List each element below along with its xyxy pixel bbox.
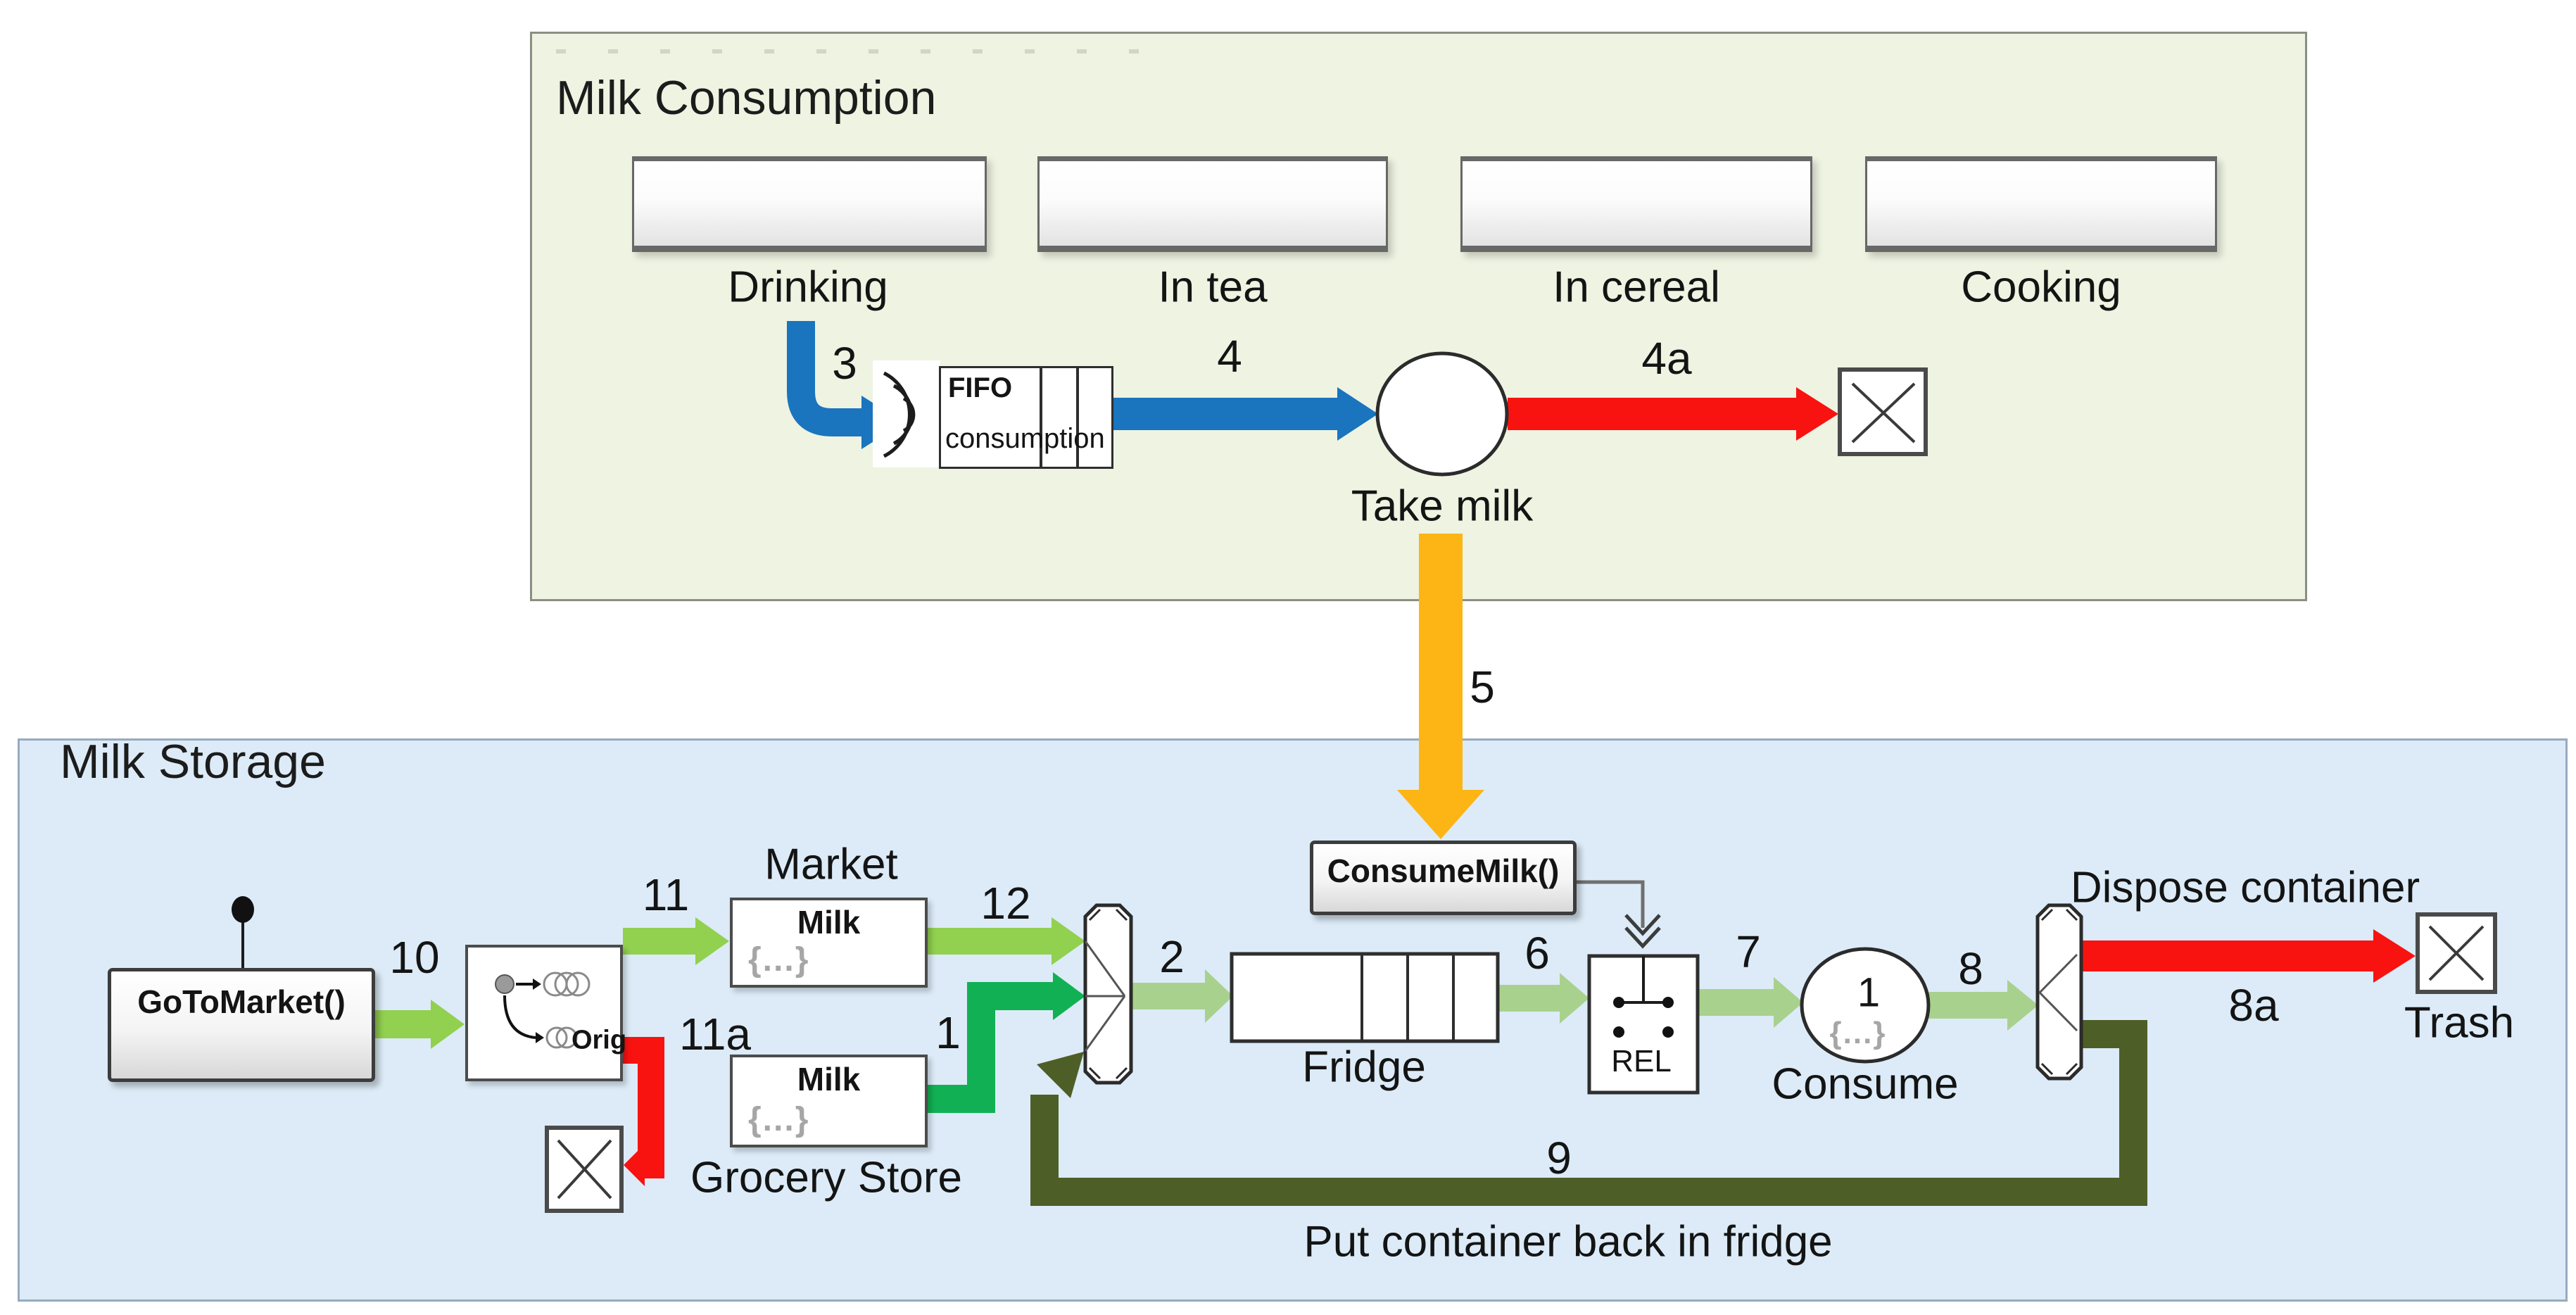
consume-milk-block: ConsumeMilk() — [1310, 841, 1577, 915]
source-block-in-tea — [1037, 156, 1388, 252]
flow-11a-label: 11a — [678, 1009, 752, 1059]
consumemilk-rel-connector — [1577, 880, 1645, 928]
fifo-slot-divider — [1040, 368, 1042, 467]
output-switch-gate — [2035, 903, 2083, 1081]
fridge-label: Fridge — [1302, 1043, 1426, 1092]
market-block: Milk {...} — [730, 898, 928, 988]
wave-icon-backdrop — [873, 360, 940, 467]
grocery-props-icon: {...} — [748, 1101, 810, 1138]
flow-7-label: 7 — [1736, 926, 1761, 977]
entity-replicator-block: Orig — [465, 945, 627, 1081]
replicator-icon — [495, 971, 591, 1049]
fifo-consumption-block: FIFO consumption — [939, 366, 1113, 469]
storage-panel-title: Milk Storage — [60, 735, 326, 788]
goto-market-block: GoToMarket() — [108, 968, 375, 1082]
flow-1-label: 1 — [935, 1007, 961, 1058]
source-label-in-tea: In tea — [1158, 263, 1268, 312]
flow-4a-label: 4a — [1641, 333, 1692, 384]
grocery-store-block: Milk {...} — [730, 1055, 928, 1147]
fifo-label-line1: FIFO — [948, 372, 1013, 403]
flow-11a-arrow — [623, 1037, 664, 1178]
flow-11-label: 11 — [642, 869, 690, 920]
source-block-cooking — [1865, 156, 2217, 252]
rel-label: REL — [1611, 1044, 1672, 1078]
fifo-label-line2: consumption — [945, 423, 1105, 454]
merge-gate — [1083, 903, 1133, 1085]
putback-label: Put container back in fridge — [1303, 1217, 1833, 1266]
milk-consumption-panel — [530, 32, 2307, 601]
trash-sink-icon — [2416, 912, 2497, 994]
flow-3-arrow — [787, 321, 861, 436]
grocery-store-title: Grocery Store — [690, 1153, 962, 1202]
consume-node — [1800, 947, 1931, 1064]
consume-props-icon: {...} — [1829, 1016, 1887, 1050]
consume-label: Consume — [1772, 1059, 1959, 1109]
market-entity-label: Milk — [797, 904, 861, 940]
source-label-cooking: Cooking — [1961, 263, 2121, 312]
flow-9-label: 9 — [1546, 1133, 1572, 1183]
flow-6-label: 6 — [1524, 928, 1550, 979]
flow-8a-label: 8a — [2228, 980, 2279, 1031]
flow-5-label: 5 — [1470, 662, 1495, 712]
artifact-marks — [556, 49, 1175, 54]
storage-sink-icon — [545, 1126, 624, 1213]
take-milk-node — [1375, 351, 1509, 477]
goto-market-label: GoToMarket() — [137, 983, 346, 1020]
consumption-sink-icon — [1838, 367, 1928, 456]
flow-9-arrow — [1030, 1020, 2147, 1206]
fridge-block — [1230, 952, 1500, 1043]
rel-gate-block — [1587, 954, 1700, 1095]
source-block-drinking — [632, 156, 987, 252]
flow-8-label: 8 — [1958, 943, 1983, 994]
replicator-orig-label: Orig — [571, 1025, 627, 1055]
market-props-icon: {...} — [748, 941, 810, 979]
trash-label: Trash — [2404, 998, 2515, 1047]
flow-12-label: 12 — [980, 878, 1031, 929]
source-label-in-cereal: In cereal — [1553, 263, 1720, 312]
source-label-drinking: Drinking — [728, 263, 888, 312]
grocery-entity-label: Milk — [797, 1061, 861, 1097]
consumption-panel-title: Milk Consumption — [556, 71, 937, 125]
consume-milk-label: ConsumeMilk() — [1327, 852, 1560, 889]
flow-1-arrow — [928, 982, 1053, 1113]
consume-count: 1 — [1857, 969, 1881, 1016]
market-title: Market — [764, 840, 898, 889]
flow-10-label: 10 — [389, 932, 440, 983]
take-milk-label: Take milk — [1351, 482, 1534, 531]
fifo-slot-divider — [1076, 368, 1079, 467]
event-dot — [232, 896, 254, 923]
flow-4-label: 4 — [1217, 331, 1242, 382]
flow-3-label: 3 — [832, 338, 857, 389]
source-block-in-cereal — [1460, 156, 1812, 252]
flow-2-label: 2 — [1159, 931, 1185, 982]
dispose-container-label: Dispose container — [2070, 863, 2420, 912]
